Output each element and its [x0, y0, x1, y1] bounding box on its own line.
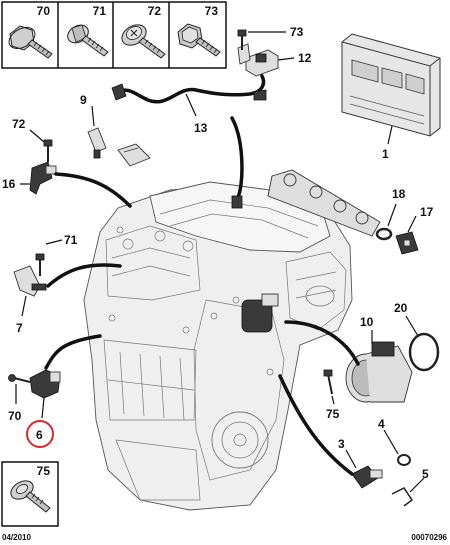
- clip-5: [391, 487, 414, 507]
- callout-3: 3: [338, 437, 345, 451]
- cap-screw-icon: [67, 24, 109, 57]
- highlight-circle: [26, 420, 54, 448]
- footer-code: 00070296: [411, 533, 447, 542]
- callout-70: 70: [8, 409, 22, 423]
- top-connector: [231, 195, 243, 209]
- flange-bolt-icon: [8, 25, 53, 59]
- sensor-16: [29, 161, 57, 195]
- screw-72-left: [43, 139, 53, 162]
- seal-4: [397, 454, 411, 466]
- pipe-connector-right: [253, 89, 267, 101]
- callout-71: 71: [64, 233, 78, 247]
- screw-ref-72: 72: [148, 4, 162, 18]
- harness-10: [284, 320, 360, 366]
- seal-20: [408, 332, 440, 372]
- screw-73-top: [237, 29, 247, 50]
- connector-plug: [117, 143, 151, 167]
- callout-1: 1: [382, 147, 389, 161]
- screw-70-left: [8, 374, 31, 383]
- callout-4: 4: [378, 417, 385, 431]
- footer-date: 04/2010: [2, 533, 31, 542]
- callout-5: 5: [422, 467, 429, 481]
- screw-ref-70: 70: [37, 4, 51, 18]
- sensor-18: [375, 227, 393, 241]
- hex-flange-screw-icon: [177, 23, 221, 57]
- screw-ref-75: 75: [37, 464, 51, 478]
- callout-73-top: 73: [290, 25, 304, 39]
- sensor-9: [87, 127, 107, 159]
- plastic-rivet-icon: [10, 480, 51, 513]
- pipe-connector-left: [111, 83, 127, 101]
- engine-control-unit: [341, 33, 441, 137]
- fuel-rail: [267, 169, 381, 237]
- harness-3: [278, 374, 354, 476]
- screw-71-left: [35, 253, 45, 276]
- callout-6: 6: [36, 428, 43, 442]
- sensor-7: [13, 265, 47, 297]
- screw-panel: 70 71 72 73: [1, 1, 227, 69]
- screw-ref-71: 71: [93, 4, 107, 18]
- callout-12: 12: [298, 51, 312, 65]
- harness-top: [230, 116, 244, 200]
- callout-20: 20: [394, 301, 408, 315]
- torx-flange-screw-icon: [121, 24, 166, 59]
- intake-pressure-sensor: [241, 293, 279, 333]
- sensor-17: [395, 231, 419, 255]
- callout-18: 18: [392, 187, 406, 201]
- harness-7: [46, 263, 122, 288]
- engine-block: [83, 181, 353, 511]
- harness-6: [44, 334, 102, 370]
- sensor-6: [29, 369, 61, 399]
- throttle-body: [345, 341, 413, 403]
- callout-7: 7: [16, 321, 23, 335]
- pipe-13: [116, 74, 266, 104]
- callout-9: 9: [80, 93, 87, 107]
- callout-16: 16: [2, 177, 16, 191]
- callout-13: 13: [194, 121, 208, 135]
- callout-10: 10: [360, 315, 374, 329]
- sensor-3: [351, 465, 383, 489]
- callout-72: 72: [12, 117, 26, 131]
- harness-16: [54, 172, 132, 208]
- sensor-12: [237, 43, 279, 77]
- screw-panel-75: 75: [1, 461, 59, 527]
- screw-75-right: [323, 369, 333, 395]
- callout-17: 17: [420, 205, 434, 219]
- screw-ref-73: 73: [205, 4, 219, 18]
- callout-75-right: 75: [326, 407, 340, 421]
